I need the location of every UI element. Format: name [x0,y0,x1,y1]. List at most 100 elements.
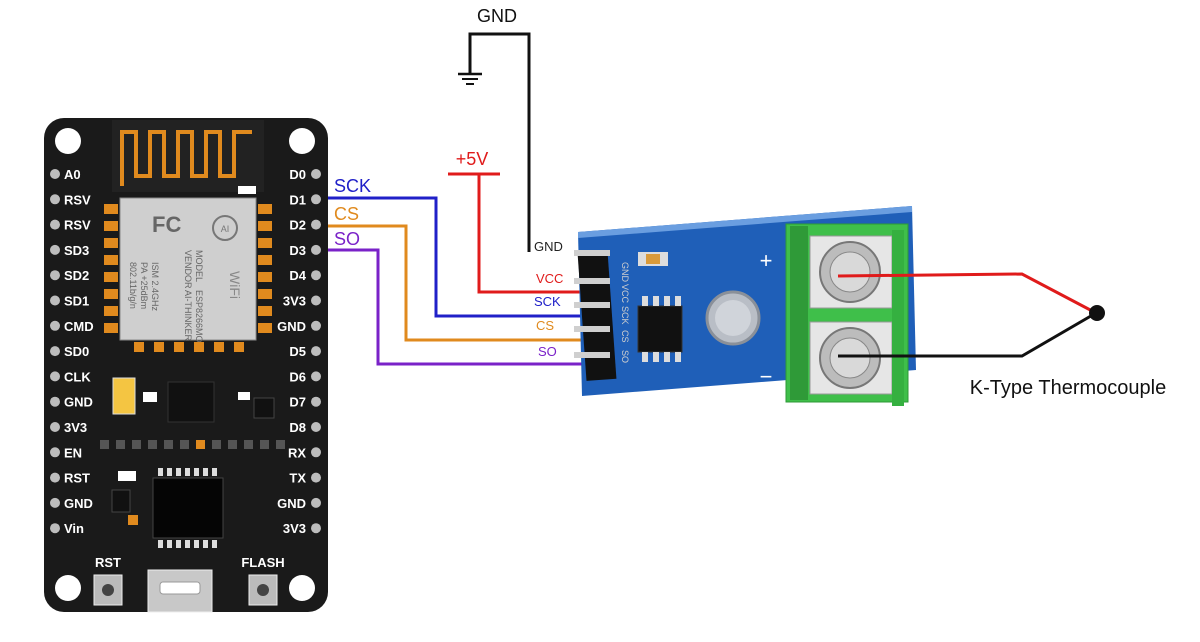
max-chip-pin [675,352,681,362]
fc-mark: FC [152,212,181,237]
esp-model-value: ESP8266MOD [194,290,204,350]
right-pin-label: GND [277,496,306,511]
smd-resistor [238,392,250,400]
left-pin-dot [50,523,60,534]
esp-vendor-key: VENDOR [183,250,193,289]
so-wire-label: SO [334,229,360,249]
silk-gnd: GND [620,262,630,283]
right-pin-label: D4 [289,268,306,283]
left-pin-label: CLK [64,369,91,384]
left-pin-dot [50,497,60,508]
left-pin-label: 3V3 [64,420,87,435]
right-pin-dot [311,523,321,534]
esp-shield [119,197,257,341]
left-pin-label: SD2 [64,268,89,283]
right-pin-dot [311,447,321,458]
right-pin-dot [311,422,321,432]
module-pin-stub [574,278,610,284]
terminal-plus-label: + [760,248,773,273]
mount-hole-br [289,575,315,601]
jumper-pad [116,440,125,449]
esp-pad [234,342,244,352]
left-pin-label: GND [64,496,93,511]
module-pin-label-sck: SCK [534,294,561,309]
thermocouple-label: K-Type Thermocouple [970,377,1166,399]
module-pin-label-so: SO [538,344,557,359]
right-pin-label: 3V3 [283,521,306,536]
chip-pin [176,540,181,548]
module-pin-labels: GND VCC SCK CS SO [534,239,563,359]
esp-pad [214,342,224,352]
esp-castellated-pads [104,204,272,352]
esp-pad [104,306,118,316]
esp-vendor-value: AI-THINKER [183,290,193,342]
jumper-pad [244,440,253,449]
right-pin-dot [311,219,321,230]
esp-pad [104,272,118,282]
module-pin-stub [574,352,610,358]
esp-pad [104,323,118,333]
left-pin-dot [50,295,60,306]
module-silkscreen: GND VCC SCK CS SO [620,262,630,363]
right-pin-dot [311,194,321,205]
so-wire [322,248,590,366]
max6675-chip [637,305,683,353]
module-board-edge [578,206,912,238]
left-pin-dot [50,346,60,357]
esp-spec-text: ISM 2.4GHz PA +25dBm 802.11b/g/n [128,262,160,312]
left-pin-dot [50,447,60,458]
left-pin-dot [50,371,60,382]
chip-pin [185,540,190,548]
left-pin-header: A0RSVRSVSD3SD2SD1CMDSD0CLKGND3V3ENRSTGND… [50,167,94,536]
esp-spec-1: ISM 2.4GHz [150,262,160,312]
right-pin-label: GND [277,319,306,334]
esp-pad [258,238,272,248]
right-pin-label: D1 [289,192,306,207]
esp8266-module: FC AI WiFi MODEL VENDOR ESP8266MOD AI-TH… [104,120,272,352]
gnd-wire [468,32,531,252]
antenna-trace [120,130,252,186]
left-pin-label: RST [64,471,90,486]
vcc-wire [477,174,590,294]
small-ic [111,489,131,513]
right-pin-dot [311,346,321,357]
silk-cs: CS [620,330,630,343]
max-chip-pin [664,296,670,306]
jumper-pad [100,440,109,449]
left-pin-label: Vin [64,521,84,536]
right-pin-label: 3V3 [283,294,306,309]
esp-pad [258,255,272,265]
left-pin-label: RSV [64,218,91,233]
mount-hole-bl [55,575,81,601]
esp-model-text: MODEL VENDOR ESP8266MOD AI-THINKER [183,250,204,350]
smd-capacitor-body [646,254,660,264]
right-pin-dot [311,270,321,281]
jumper-pad [148,440,157,449]
rst-button-label: RST [95,555,121,570]
esp-pad [258,289,272,299]
right-pin-label: TX [289,471,306,486]
signal-wires: SCK CS SO [322,176,590,366]
left-pin-label: RSV [64,192,91,207]
chip-pin [176,468,181,476]
chip-pin [167,468,172,476]
esp-spec-3: 802.11b/g/n [128,262,138,309]
thermocouple-positive-wire [837,272,1097,315]
chip-pin [194,468,199,476]
wifi-logo: WiFi [227,271,243,299]
esp-spec-2: PA +25dBm [139,262,149,309]
flash-button-label: FLASH [241,555,284,570]
esp-pad [258,323,272,333]
right-pin-label: D0 [289,167,306,182]
esp-pad [104,204,118,214]
right-pin-label: D6 [289,369,306,384]
esp-pad [194,342,204,352]
right-pin-dot [311,320,321,331]
flash-button-cap[interactable] [257,584,269,596]
max-chip-pin [642,296,648,306]
terminal-minus-label: − [760,364,773,389]
rst-button-cap[interactable] [102,584,114,596]
left-pin-label: SD3 [64,243,89,258]
terminal-screw-top-head [829,251,871,293]
